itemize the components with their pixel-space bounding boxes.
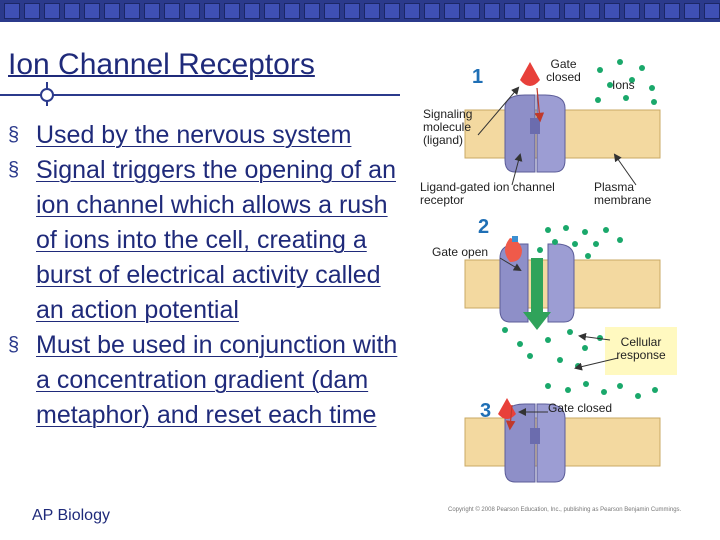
ion-cluster-middle <box>537 225 623 259</box>
top-bar-cell <box>224 3 240 19</box>
step-number-1: 1 <box>472 66 484 88</box>
bullet-item: § Must be used in conjunction with a con… <box>8 328 413 433</box>
top-bar-cell <box>684 3 700 19</box>
ions-label: Ions <box>612 78 635 92</box>
top-bar-cell <box>364 3 380 19</box>
ion-cluster-top <box>595 59 657 105</box>
gate-closed-pointer-arrow <box>534 87 545 123</box>
top-bar-cell <box>184 3 200 19</box>
gate-closed-label: Gate closed <box>546 57 581 84</box>
top-bar-cell <box>124 3 140 19</box>
bullet-text: Used by the nervous system <box>36 121 352 149</box>
top-bar-cell <box>604 3 620 19</box>
top-bar-cell <box>584 3 600 19</box>
cellular-response-label: Cellular response <box>616 335 666 362</box>
ion-flow-arrow <box>523 258 551 330</box>
top-bar-cell <box>644 3 660 19</box>
top-bar-cell <box>24 3 40 19</box>
top-bar-cell <box>484 3 500 19</box>
bullet-item: § Signal triggers the opening of an ion … <box>8 153 413 328</box>
ligand-gated-receptor-label: Ligand-gated ion channel receptor <box>420 180 555 207</box>
top-bar-cell <box>304 3 320 19</box>
top-bar-cell <box>664 3 680 19</box>
top-bar-cell <box>144 3 160 19</box>
bullet-marker-icon: § <box>8 334 20 356</box>
signaling-molecule-pointer-arrow <box>477 86 520 136</box>
top-bar-cell <box>344 3 360 19</box>
top-bar-cell <box>404 3 420 19</box>
top-bar-cell <box>564 3 580 19</box>
top-bar-cell <box>384 3 400 19</box>
gate-open-pointer-arrow <box>499 257 522 272</box>
top-bar-cell <box>464 3 480 19</box>
signaling-molecule-label: Signaling molecule (ligand) <box>423 107 473 147</box>
cellular-response-arrow-1 <box>578 332 611 341</box>
step-number-3: 3 <box>480 400 492 422</box>
bullet-text: Signal triggers the opening of an ion ch… <box>36 156 396 324</box>
step-number-2: 2 <box>478 216 490 238</box>
receptor-pointer-arrow <box>511 153 523 186</box>
top-bar-cell <box>104 3 120 19</box>
top-bar-cell <box>444 3 460 19</box>
bullet-marker-icon: § <box>8 124 20 146</box>
top-bar-cell <box>504 3 520 19</box>
top-bar-cell <box>324 3 340 19</box>
top-bar-cell <box>624 3 640 19</box>
top-bar-cell <box>424 3 440 19</box>
ligand-1 <box>520 62 540 86</box>
top-bar-cell <box>244 3 260 19</box>
copyright-text: Copyright © 2008 Pearson Education, Inc.… <box>448 507 682 513</box>
top-bar-cell <box>4 3 20 19</box>
cellular-response-arrow-2 <box>574 357 619 371</box>
gate-closed-label-3: Gate closed <box>548 401 613 415</box>
ion-channel-closed-1 <box>504 94 566 173</box>
plasma-membrane-label: Plasma membrane <box>594 180 652 207</box>
bullet-marker-icon: § <box>8 159 20 181</box>
top-bar-cell <box>84 3 100 19</box>
top-bar-cell <box>284 3 300 19</box>
title-divider <box>0 94 400 96</box>
gate-open-label: Gate open <box>432 245 489 259</box>
footer-label: AP Biology <box>32 507 110 524</box>
top-bar-cell <box>264 3 280 19</box>
top-bar-cell <box>544 3 560 19</box>
bullet-item: § Used by the nervous system <box>8 118 413 153</box>
ion-cluster-inside <box>502 327 603 369</box>
bullet-text: Must be used in conjunction with a conce… <box>36 331 398 429</box>
top-bar-cell <box>524 3 540 19</box>
slide-title: Ion Channel Receptors <box>8 48 315 81</box>
top-bar-cell <box>44 3 60 19</box>
cellular-response-box <box>605 327 677 375</box>
top-bar-cell <box>64 3 80 19</box>
top-bar-cell <box>164 3 180 19</box>
plasma-membrane-pointer-arrow <box>613 153 637 186</box>
crosshair-circle-decoration <box>40 88 54 102</box>
top-decorative-bar <box>0 0 720 22</box>
gate-closed-pointer-arrow-3 <box>505 404 516 431</box>
top-bar-cell <box>204 3 220 19</box>
bullet-list: § Used by the nervous system § Signal tr… <box>8 118 413 433</box>
ion-cluster-bottom <box>545 381 658 399</box>
ligand-2 <box>505 236 522 262</box>
